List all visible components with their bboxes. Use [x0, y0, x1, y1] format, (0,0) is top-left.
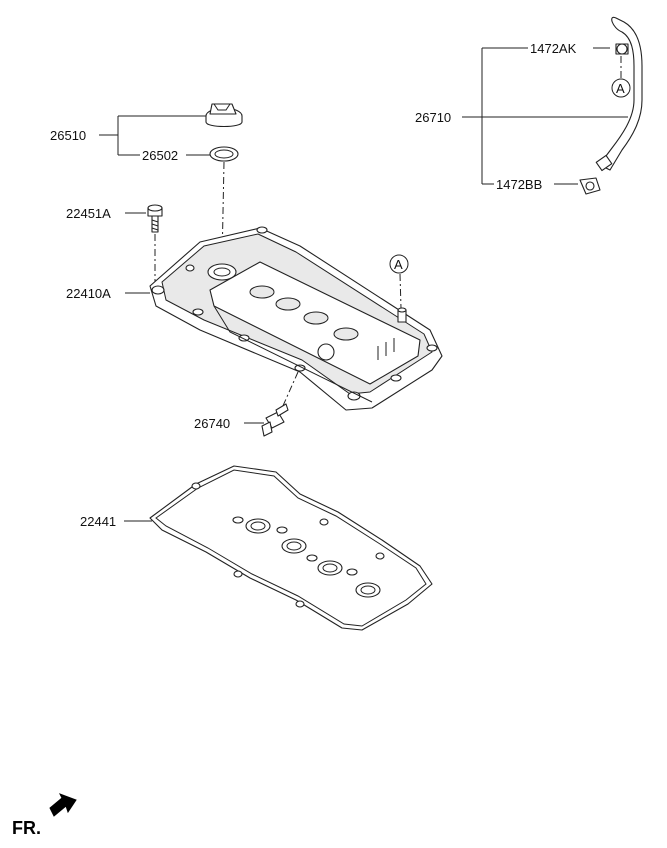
hose-clamp-lower	[579, 177, 601, 195]
oil-filler-cap	[205, 103, 243, 128]
label-1472bb: 1472BB	[496, 177, 542, 192]
cover-gasket	[149, 465, 433, 631]
front-direction-arrow-icon	[49, 793, 77, 817]
ref-marker-a-hose: A	[611, 78, 631, 98]
front-direction-label: FR.	[12, 818, 41, 838]
label-22410a: 22410A	[66, 286, 111, 301]
cap-callout-bracket	[99, 115, 210, 156]
label-26510: 26510	[50, 128, 86, 143]
hose-clamp-upper	[615, 43, 629, 55]
label-26740: 26740	[194, 416, 230, 431]
filler-cap-gasket	[209, 146, 239, 162]
cylinder-head-cover	[149, 226, 443, 411]
ref-marker-a-cover: A	[389, 254, 409, 274]
label-26710: 26710	[415, 110, 451, 125]
label-22441: 22441	[80, 514, 116, 529]
label-22451a: 22451A	[66, 206, 111, 221]
label-1472ak: 1472AK	[530, 41, 577, 56]
pcv-valve	[261, 403, 289, 437]
breather-hose	[595, 16, 643, 172]
label-26502: 26502	[142, 148, 178, 163]
svg-text:A: A	[394, 257, 403, 272]
hose-callout-bracket	[462, 47, 628, 185]
svg-text:A: A	[616, 81, 625, 96]
cover-bolt	[147, 204, 163, 233]
